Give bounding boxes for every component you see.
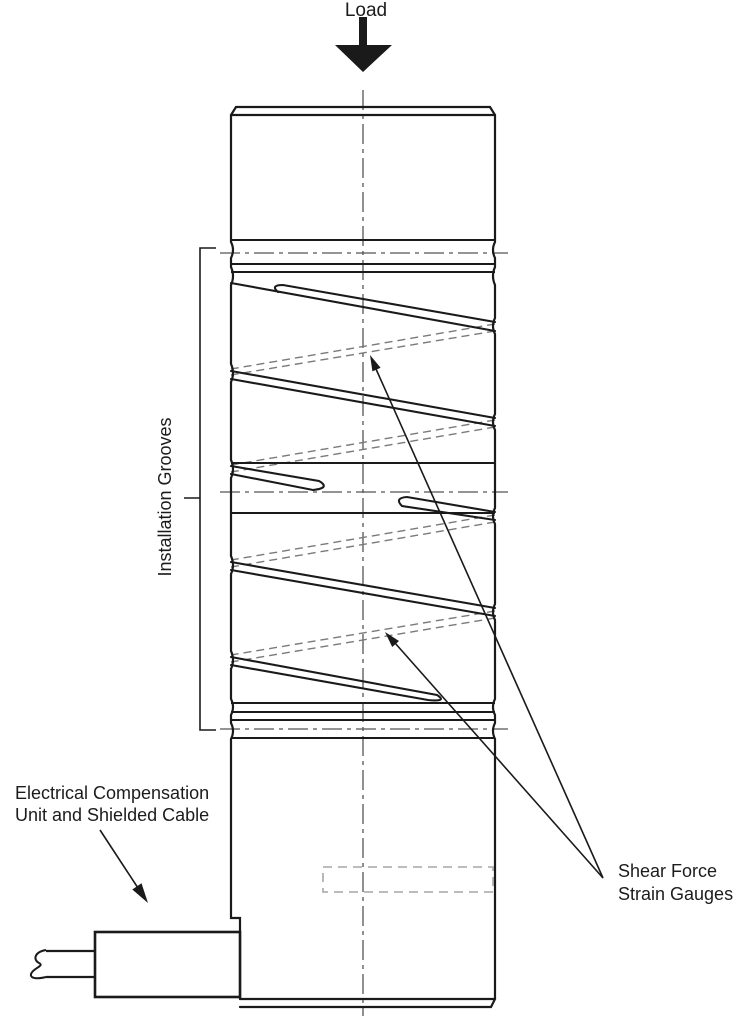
leader-line-electrical [99,829,139,889]
hidden-cavity-rect [322,866,494,893]
helical-groove-solid-lines [229,281,497,702]
leader-lines [99,368,604,889]
compensation-unit-box [93,930,242,999]
leader-line-shear-upper [375,368,604,879]
bottom-band-lines [231,702,495,739]
top-band-lines [231,239,495,273]
load-arrow-shape [335,17,392,72]
arrowhead-shear-lower [385,632,399,647]
cylinder-bottom-edge [238,997,497,1009]
centerlines [220,90,508,1016]
compensation-unit [29,930,242,999]
helical-groove-hidden-lines [230,323,496,663]
arrowhead-electrical [132,883,148,903]
shear-gauges-label-line1: Shear Force [618,861,717,881]
cylinder-top-edge [229,105,497,117]
arrowhead-shear-upper [370,355,381,372]
cable-break-squiggle [29,949,47,980]
load-arrow [335,17,392,72]
cylinder-left-edge [229,113,242,1001]
leader-arrowheads [132,355,399,903]
electrical-label-line1: Electrical Compensation [15,783,209,803]
groove-band-lines [231,239,495,739]
shear-gauges-label-line2: Strain Gauges [618,884,733,904]
shielded-cable-lines [46,949,95,979]
load-label: Load [345,0,387,21]
electrical-label-line2: Unit and Shielded Cable [15,805,209,825]
installation-grooves-label: Installation Grooves [155,417,175,576]
leader-line-shear-lower [394,642,604,879]
electrical-label: Electrical Compensation Unit and Shielde… [15,783,209,825]
bracket-line [184,247,216,731]
dimension-bracket [184,247,216,731]
shear-gauges-label: Shear Force Strain Gauges [618,861,733,904]
